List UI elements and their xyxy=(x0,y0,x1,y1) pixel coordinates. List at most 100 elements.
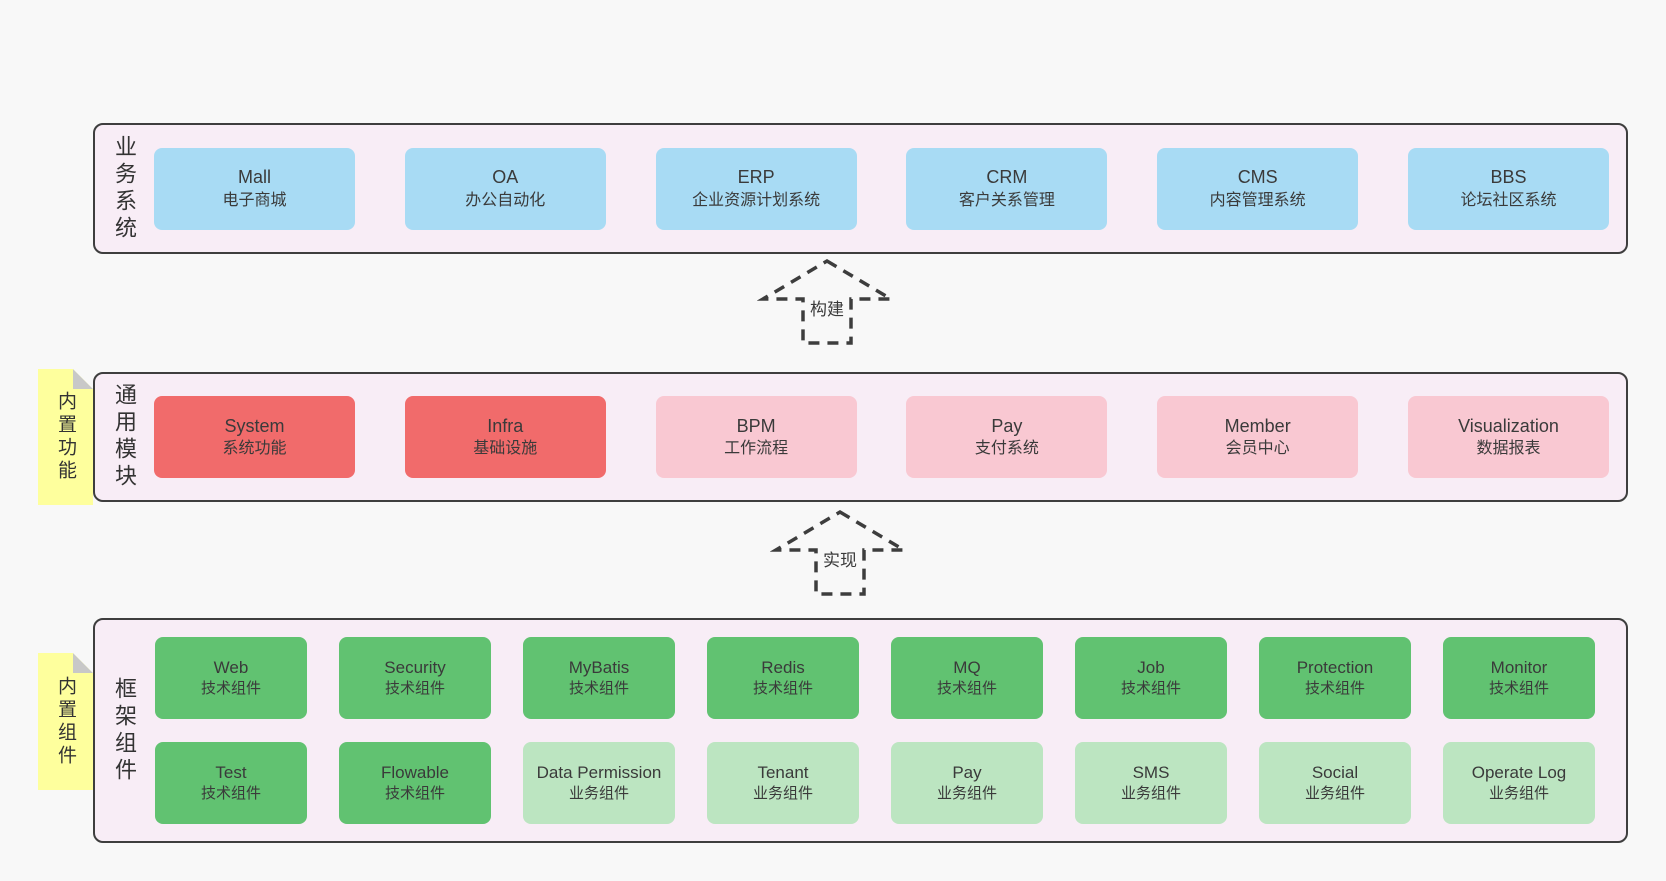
box-system: System 系统功能 xyxy=(154,396,355,478)
implement-arrow: 实现 xyxy=(770,509,910,597)
box-subtitle: 系统功能 xyxy=(222,440,287,458)
box-subtitle: 业务组件 xyxy=(1120,785,1181,803)
arrow-label-build: 构建 xyxy=(806,294,848,321)
layer-title-business-systems: 业务系统 xyxy=(112,134,137,243)
box-subtitle: 技术组件 xyxy=(200,680,261,698)
box-mybatis: MyBatis 技术组件 xyxy=(523,637,675,719)
box-sms: SMS 业务组件 xyxy=(1075,742,1227,824)
build-arrow: 构建 xyxy=(757,258,897,346)
box-mall: Mall 电子商城 xyxy=(154,147,355,230)
box-title: Security xyxy=(384,657,446,677)
box-subtitle: 业务组件 xyxy=(568,785,629,803)
sticky-note-builtin-functions: 内置功能 xyxy=(38,369,93,505)
box-web: Web 技术组件 xyxy=(155,637,307,719)
dashed-up-arrow-icon xyxy=(757,258,897,345)
box-title: Social xyxy=(1311,762,1359,782)
box-title: Web xyxy=(213,657,249,677)
box-subtitle: 技术组件 xyxy=(752,680,813,698)
folded-corner-icon xyxy=(73,369,93,389)
box-title: Operate Log xyxy=(1471,762,1567,782)
box-subtitle: 客户关系管理 xyxy=(958,191,1055,209)
box-tenant: Tenant 业务组件 xyxy=(707,742,859,824)
box-title: Pay xyxy=(952,762,982,782)
dashed-up-arrow-icon xyxy=(770,509,910,596)
box-data-permission: Data Permission 业务组件 xyxy=(523,742,675,824)
box-title: Data Permission xyxy=(536,762,662,782)
sticky-note-builtin-components: 内置组件 xyxy=(38,653,93,790)
box-title: Mall xyxy=(237,167,271,188)
box-security: Security 技术组件 xyxy=(339,637,491,719)
box-protection: Protection 技术组件 xyxy=(1259,637,1411,719)
box-crm: CRM 客户关系管理 xyxy=(906,147,1108,230)
box-title: Member xyxy=(1224,415,1291,436)
box-bbs: BBS 论坛社区系统 xyxy=(1407,147,1609,230)
box-title: SMS xyxy=(1132,762,1170,782)
box-subtitle: 会员中心 xyxy=(1225,440,1290,458)
layer-title-framework-components: 框架组件 xyxy=(112,676,137,785)
box-title: Protection xyxy=(1296,657,1374,677)
box-title: BPM xyxy=(736,415,776,436)
box-subtitle: 技术组件 xyxy=(384,680,445,698)
box-subtitle: 业务组件 xyxy=(1304,785,1365,803)
box-subtitle: 技术组件 xyxy=(936,680,997,698)
folded-corner-icon xyxy=(73,653,93,673)
box-subtitle: 企业资源计划系统 xyxy=(692,191,821,209)
box-title: Test xyxy=(215,762,247,782)
box-title: CRM xyxy=(986,167,1028,188)
box-title: OA xyxy=(492,167,519,188)
box-title: Pay xyxy=(991,415,1023,436)
box-subtitle: 技术组件 xyxy=(1304,680,1365,698)
box-subtitle: 办公自动化 xyxy=(465,191,546,209)
box-subtitle: 技术组件 xyxy=(200,785,261,803)
box-subtitle: 业务组件 xyxy=(936,785,997,803)
box-title: Visualization xyxy=(1458,415,1559,436)
box-subtitle: 技术组件 xyxy=(1488,680,1549,698)
box-monitor: Monitor 技术组件 xyxy=(1443,637,1595,719)
box-visualization: Visualization 数据报表 xyxy=(1407,396,1609,478)
box-subtitle: 论坛社区系统 xyxy=(1460,191,1557,209)
box-member: Member 会员中心 xyxy=(1157,396,1359,478)
box-erp: ERP 企业资源计划系统 xyxy=(655,147,857,230)
box-title: Flowable xyxy=(380,762,450,782)
box-title: Redis xyxy=(761,657,805,677)
box-title: Job xyxy=(1137,657,1165,677)
box-subtitle: 技术组件 xyxy=(568,680,629,698)
box-title: Infra xyxy=(487,415,524,436)
box-social: Social 业务组件 xyxy=(1259,742,1411,824)
arrow-label-implement: 实现 xyxy=(819,545,861,572)
box-subtitle: 基础设施 xyxy=(473,440,538,458)
box-mq: MQ 技术组件 xyxy=(891,637,1043,719)
box-infra: Infra 基础设施 xyxy=(404,396,606,478)
box-title: ERP xyxy=(737,167,775,188)
box-subtitle: 数据报表 xyxy=(1476,440,1541,458)
box-subtitle: 电子商城 xyxy=(222,191,287,209)
box-title: MyBatis xyxy=(568,657,630,677)
layer-business-systems: 业务系统 Mall 电子商城 OA 办公自动化 ERP 企业资源计划系统 CRM 客户关系管理… xyxy=(93,123,1628,254)
box-test: Test 技术组件 xyxy=(155,742,307,824)
box-title: BBS xyxy=(1490,167,1527,188)
box-subtitle: 技术组件 xyxy=(384,785,445,803)
box-redis: Redis 技术组件 xyxy=(707,637,859,719)
box-subtitle: 业务组件 xyxy=(752,785,813,803)
box-title: System xyxy=(224,415,285,436)
box-subtitle: 内容管理系统 xyxy=(1209,191,1306,209)
box-subtitle: 业务组件 xyxy=(1488,785,1549,803)
box-title: Tenant xyxy=(757,762,809,782)
box-title: Monitor xyxy=(1490,657,1548,677)
box-operate-log: Operate Log 业务组件 xyxy=(1443,742,1595,824)
box-title: MQ xyxy=(953,657,981,677)
sticky-label-builtin-functions: 内置功能 xyxy=(55,391,76,483)
box-flowable: Flowable 技术组件 xyxy=(339,742,491,824)
